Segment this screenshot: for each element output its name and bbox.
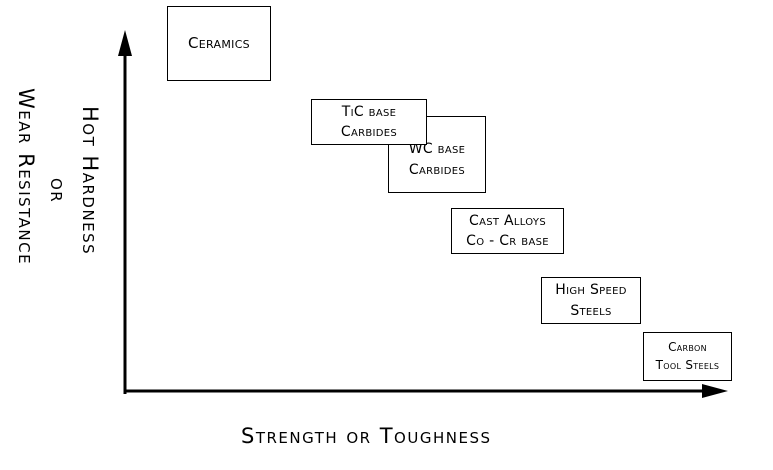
y-axis-arrowhead: [118, 30, 132, 56]
box-label-line: TiC base: [341, 103, 397, 120]
box-label-line: Carbides: [340, 124, 398, 140]
x-axis-label: Strength or Toughness: [241, 424, 492, 448]
box-ceramics: Ceramics: [167, 6, 271, 81]
box-carbon-tool-steels: Carbon Tool Steels: [643, 332, 732, 381]
y-axis-label-wear-resistance: Wear Resistance: [14, 88, 38, 266]
box-label-line: WC base: [408, 141, 466, 158]
box-high-speed-steels: High Speed Steels: [541, 277, 641, 324]
x-axis-arrowhead: [702, 384, 728, 398]
box-label-line: Tool Steels: [655, 357, 720, 372]
box-label-line: Steels: [570, 302, 612, 319]
y-axis-label-or: or: [46, 178, 70, 204]
y-axis-label-hot-hardness: Hot Hardness: [78, 106, 102, 256]
box-cast-alloys: Cast Alloys Co - Cr base: [451, 208, 564, 254]
box-label-line: Cast Alloys: [469, 212, 546, 229]
box-label-line: High Speed: [555, 282, 627, 299]
box-label-line: Ceramics: [188, 33, 250, 52]
box-tic-base-carbides: TiC base Carbides: [311, 99, 427, 145]
box-label-line: Carbides: [408, 161, 466, 178]
box-label-line: Co - Cr base: [466, 233, 549, 249]
box-label-line: Carbon: [668, 340, 707, 355]
